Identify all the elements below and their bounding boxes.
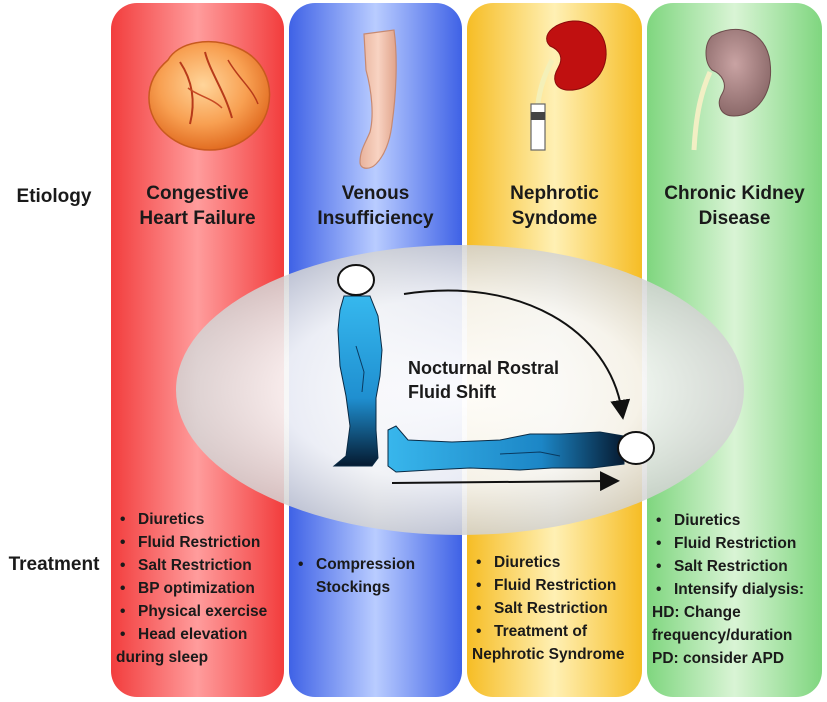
list-item: •Salt Restriction — [476, 600, 608, 617]
list-item-extra: frequency/duration — [652, 627, 793, 644]
list-item: •Fluid Restriction — [120, 534, 261, 551]
urine-tube-icon — [530, 103, 546, 151]
list-item-continuation: Nephrotic Syndrome — [472, 646, 625, 663]
list-item: •Physical exercise — [120, 603, 268, 620]
treatment-list-venous: •Compression Stockings — [294, 553, 415, 599]
heart-icon — [148, 41, 271, 151]
list-item-continuation: during sleep — [116, 649, 209, 666]
treatment-list-nephrotic: •Diuretics •Fluid Restriction •Salt Rest… — [472, 551, 624, 666]
list-item: •Diuretics — [476, 554, 561, 571]
list-item-extra: HD: Change — [652, 604, 741, 621]
list-item: •Salt Restriction — [120, 557, 252, 574]
swollen-leg-icon — [359, 29, 397, 169]
lying-body-icon — [387, 425, 655, 473]
list-item: •Diuretics — [120, 511, 205, 528]
straight-arrow — [391, 471, 620, 492]
standing-body-icon — [332, 264, 383, 467]
list-item: •Treatment of — [476, 623, 588, 640]
column-title: Congestive Heart Failure — [139, 183, 256, 229]
fluid-shift-label: Nocturnal Rostral Fluid Shift — [408, 358, 560, 402]
list-item: •Head elevation — [120, 626, 248, 643]
list-item-extra: PD: consider APD — [652, 650, 785, 667]
fluid-shift-ellipse — [176, 245, 744, 535]
kidney-icon — [535, 20, 607, 105]
curved-arrow — [403, 289, 631, 420]
list-item: •Fluid Restriction — [656, 535, 797, 552]
list-item: •BP optimization — [120, 580, 255, 597]
column-title: Chronic Kidney Disease — [664, 183, 805, 229]
list-item: •Fluid Restriction — [476, 577, 617, 594]
list-item-continuation: Stockings — [316, 579, 391, 596]
row-label-etiology: Etiology — [16, 186, 92, 207]
list-item: •Salt Restriction — [656, 558, 788, 575]
list-item: •Intensify dialysis: — [656, 581, 805, 598]
column-title: Venous Insufficiency — [317, 183, 434, 229]
row-label-treatment: Treatment — [8, 554, 100, 575]
treatment-list-ckd: •Diuretics •Fluid Restriction •Salt Rest… — [652, 509, 804, 670]
diseased-kidney-icon — [691, 28, 772, 151]
list-item: •Diuretics — [656, 512, 741, 529]
treatment-list-chf: •Diuretics •Fluid Restriction •Salt Rest… — [116, 508, 267, 669]
list-item: •Compression — [298, 556, 416, 573]
column-title: Nephrotic Syndome — [510, 183, 599, 229]
